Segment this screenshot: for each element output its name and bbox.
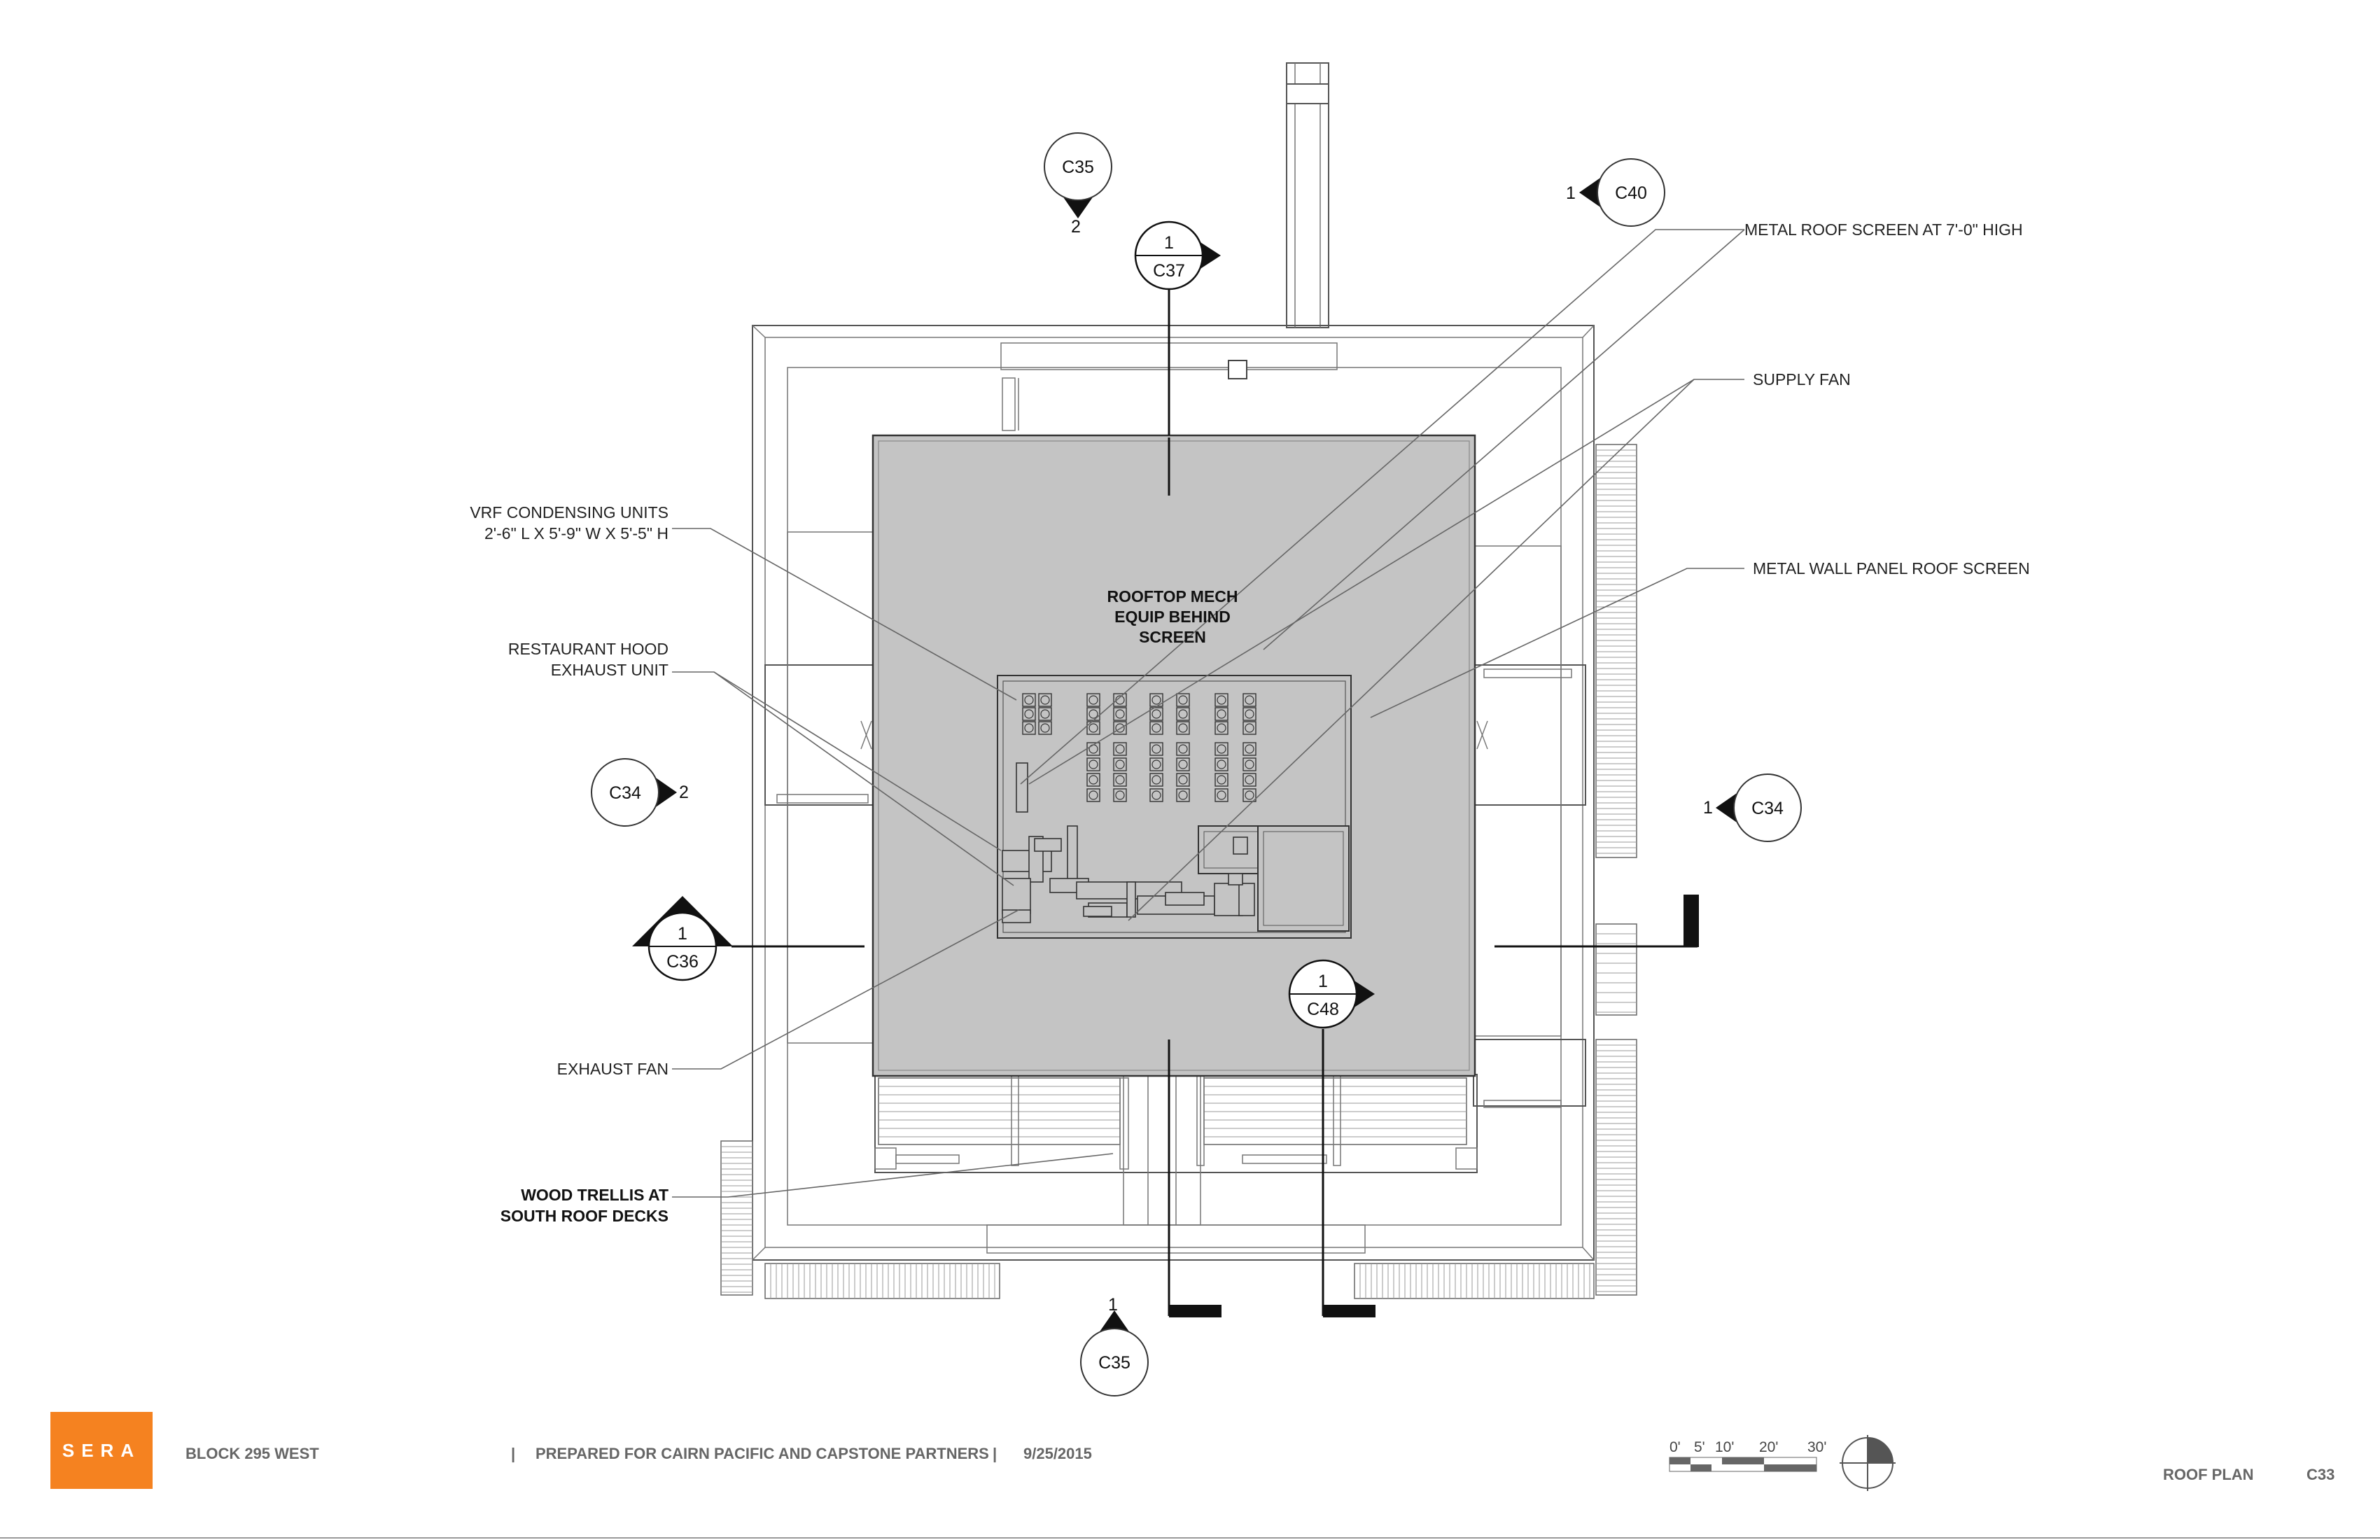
north-arrow-icon bbox=[1840, 1435, 1896, 1491]
note-exhaust-fan: EXHAUST FAN bbox=[557, 1060, 668, 1078]
roof-deck-hatching bbox=[720, 444, 1637, 1299]
issue-date: 9/25/2015 bbox=[1023, 1445, 1092, 1462]
note-metal-wall-panel: METAL WALL PANEL ROOF SCREEN bbox=[1753, 559, 2030, 578]
section-number-c48: 1 bbox=[1318, 972, 1328, 991]
marker-number-c35_bottom: 1 bbox=[1108, 1295, 1118, 1315]
note-south-roof-decks: SOUTH ROOF DECKS bbox=[500, 1207, 668, 1225]
elevation-marker-c35_top[interactable]: C35 2 bbox=[1044, 132, 1112, 237]
section-sheet-c48: C48 bbox=[1307, 1000, 1339, 1019]
section-number-c36: 1 bbox=[678, 924, 687, 944]
bottom-rule bbox=[0, 1537, 2380, 1539]
marker-number-c35_top: 2 bbox=[1071, 217, 1081, 237]
marker-sheet-c34_left: C34 bbox=[609, 783, 641, 803]
footer-separator-2: | bbox=[993, 1445, 997, 1462]
marker-number-c34_right: 1 bbox=[1703, 798, 1713, 818]
elevation-marker-c34_right[interactable]: C34 1 bbox=[1703, 774, 1802, 842]
graphic-scale: 0' 5' 10' 20' 30' bbox=[1669, 1439, 1826, 1472]
note-vrf-units: VRF CONDENSING UNITS bbox=[470, 503, 668, 522]
note-supply-fan: SUPPLY FAN bbox=[1753, 370, 1851, 388]
scale-label-20: 20' bbox=[1759, 1439, 1778, 1455]
note-wood-trellis: WOOD TRELLIS AT bbox=[521, 1186, 668, 1204]
section-sheet-c37: C37 bbox=[1153, 261, 1185, 281]
center-label-line-1: ROOFTOP MECH bbox=[1107, 587, 1238, 606]
note-vrf-dimensions: 2'-6" L X 5'-9" W X 5'-5" H bbox=[484, 524, 668, 542]
center-label-line-2: EQUIP BEHIND bbox=[1114, 608, 1231, 626]
elevation-marker-c34_left[interactable]: C34 2 bbox=[591, 758, 689, 827]
note-restaurant-hood: RESTAURANT HOOD bbox=[508, 640, 668, 658]
marker-sheet-c40: C40 bbox=[1615, 183, 1647, 203]
sheet-number: C33 bbox=[2306, 1466, 2335, 1483]
scale-label-0: 0' bbox=[1670, 1439, 1681, 1455]
marker-number-c40: 1 bbox=[1566, 183, 1576, 203]
leader-lines bbox=[672, 229, 1745, 1198]
vent-stack bbox=[1286, 62, 1329, 328]
marker-number-c34_left: 2 bbox=[679, 783, 689, 802]
marker-sheet-c35_top: C35 bbox=[1062, 158, 1094, 177]
center-label-line-3: SCREEN bbox=[1139, 628, 1206, 646]
section-number-c37: 1 bbox=[1164, 233, 1174, 253]
footer-separator-1: | bbox=[511, 1445, 516, 1462]
note-metal-roof-screen: METAL ROOF SCREEN AT 7'-0" HIGH bbox=[1744, 220, 2023, 239]
elevation-marker-c40[interactable]: C40 1 bbox=[1566, 158, 1665, 227]
sheet-title: ROOF PLAN bbox=[2163, 1466, 2254, 1483]
vrf-condensing-units bbox=[1022, 693, 1256, 802]
marker-sheet-c35_bottom: C35 bbox=[1098, 1353, 1130, 1373]
scale-label-30: 30' bbox=[1807, 1439, 1826, 1455]
project-name: BLOCK 295 WEST bbox=[186, 1445, 319, 1462]
sera-logo: SERA bbox=[50, 1412, 153, 1489]
section-sheet-c36: C36 bbox=[666, 952, 699, 972]
scale-label-10: 10' bbox=[1715, 1439, 1734, 1455]
prepared-for: PREPARED FOR CAIRN PACIFIC AND CAPSTONE … bbox=[536, 1445, 989, 1462]
scale-label-5: 5' bbox=[1694, 1439, 1705, 1455]
marker-sheet-c34_right: C34 bbox=[1751, 799, 1784, 818]
elevation-marker-c35_bottom[interactable]: C35 1 bbox=[1080, 1295, 1149, 1396]
note-exhaust-unit: EXHAUST UNIT bbox=[551, 661, 668, 679]
